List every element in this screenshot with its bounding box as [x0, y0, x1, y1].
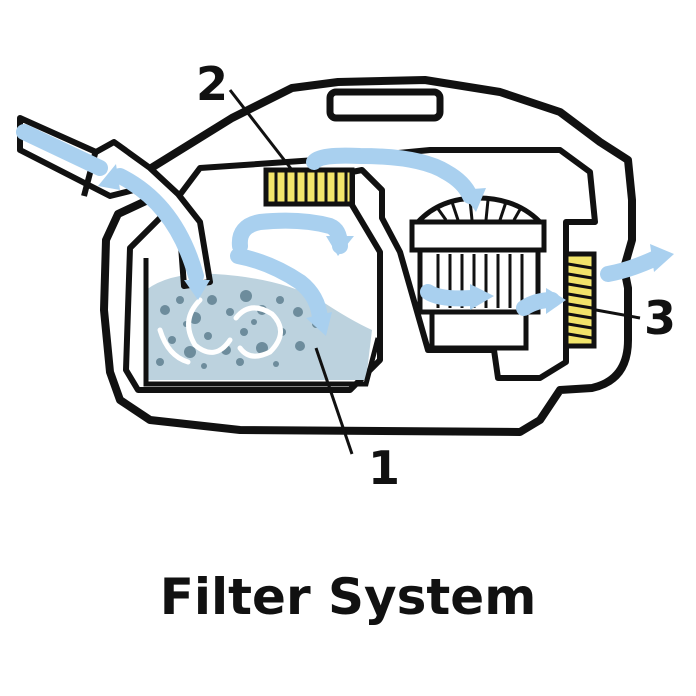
leader-line-intake-filter [228, 89, 294, 171]
exhaust-filter-pleats [567, 262, 593, 340]
exhaust-filter [563, 251, 597, 349]
callout-exhaust-filter: 3 [644, 291, 676, 345]
leader-line-exhaust-filter [595, 308, 641, 320]
intake-filter [263, 167, 355, 207]
intake-filter-pleats [274, 172, 348, 202]
diagram-caption: Filter System [159, 568, 537, 626]
airflow-arrowheads [98, 164, 674, 336]
water-bubbles [156, 290, 320, 369]
water-swirls [157, 297, 283, 365]
carry-handle [326, 88, 444, 122]
callout-water-filter: 1 [368, 441, 400, 495]
water-tank-wall [143, 258, 381, 387]
motor-filter-cartridge [409, 195, 547, 351]
callout-intake-filter: 2 [196, 57, 228, 111]
leader-line-water-filter [314, 347, 354, 455]
